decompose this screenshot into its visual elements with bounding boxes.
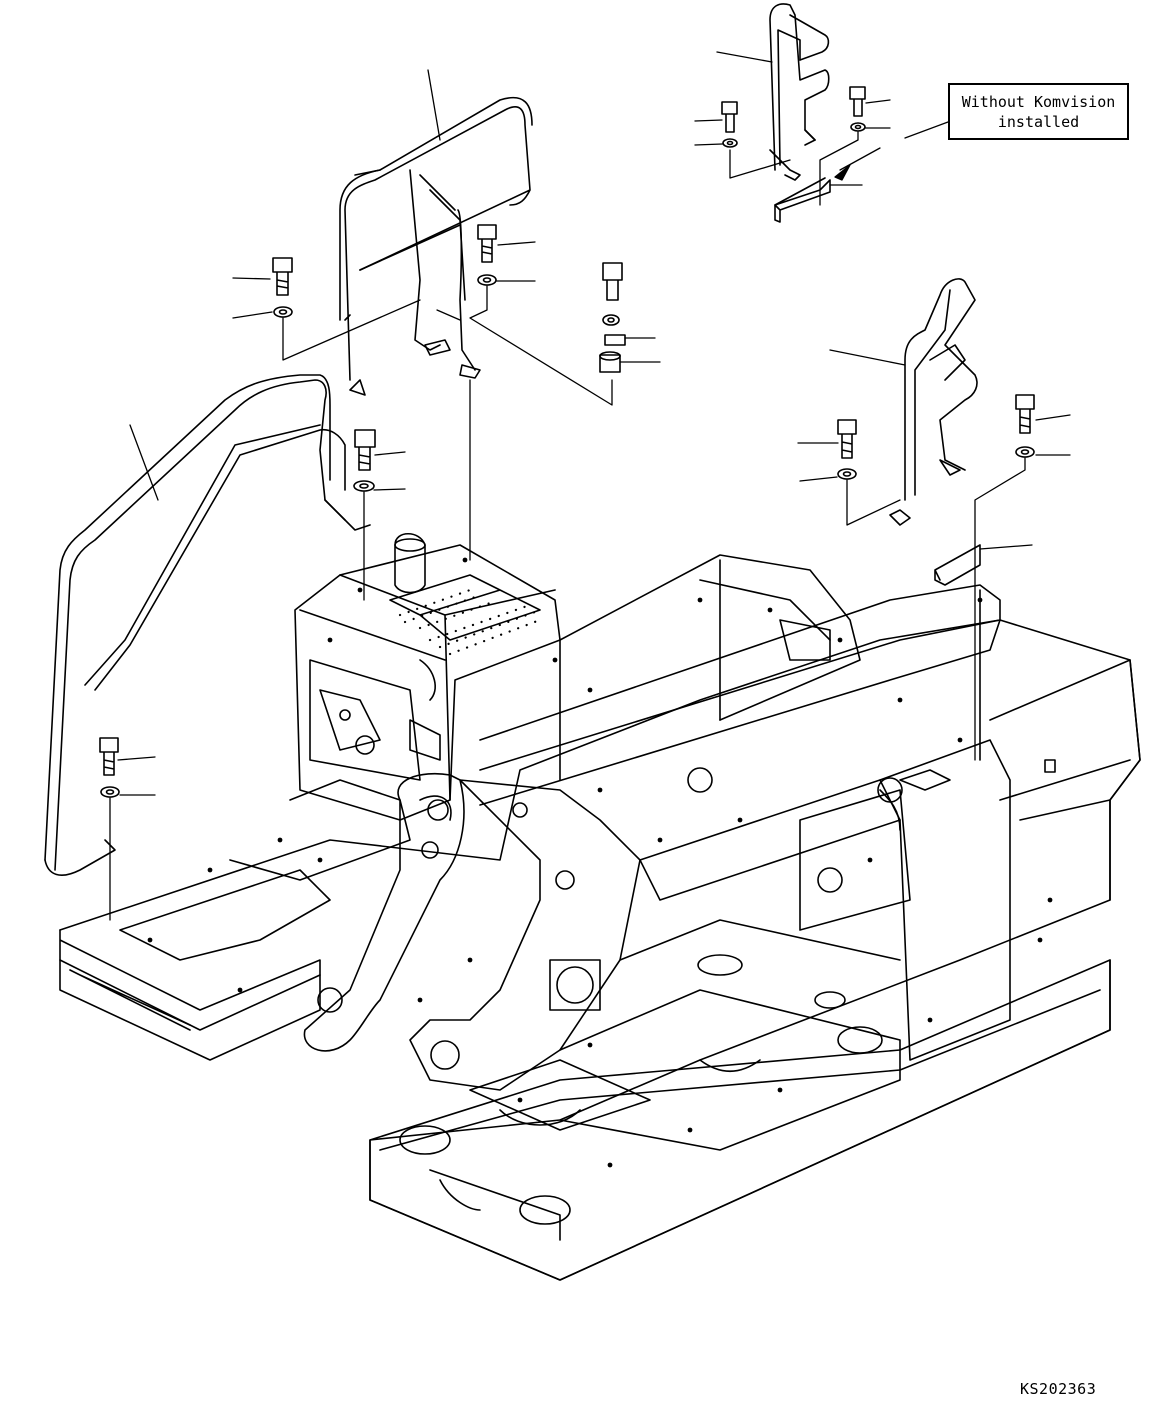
tank-block xyxy=(294,544,561,821)
note-line-1: Without Komvision xyxy=(961,92,1116,111)
note-line-2: installed xyxy=(997,112,1080,131)
left-step-plate xyxy=(59,929,321,1061)
upper-frame xyxy=(59,532,1141,1281)
plate-right xyxy=(934,544,981,586)
fasteners xyxy=(99,86,1035,798)
handrail-right xyxy=(889,278,978,526)
cover-plates xyxy=(774,177,981,586)
rear-bottom-plate xyxy=(369,959,1111,1281)
handrail-center xyxy=(339,96,533,396)
callout-lines xyxy=(109,51,1071,921)
drawing-code: KS202363 xyxy=(1020,1380,1097,1398)
boom-bracket-right xyxy=(409,779,641,1091)
right-beam xyxy=(479,584,1001,771)
note-box: Without Komvision installed xyxy=(948,83,1129,140)
handrail-top-right xyxy=(769,3,830,181)
handrail-left xyxy=(44,374,371,876)
boom-bracket-left xyxy=(303,772,465,1052)
plate-top-right xyxy=(774,179,831,223)
